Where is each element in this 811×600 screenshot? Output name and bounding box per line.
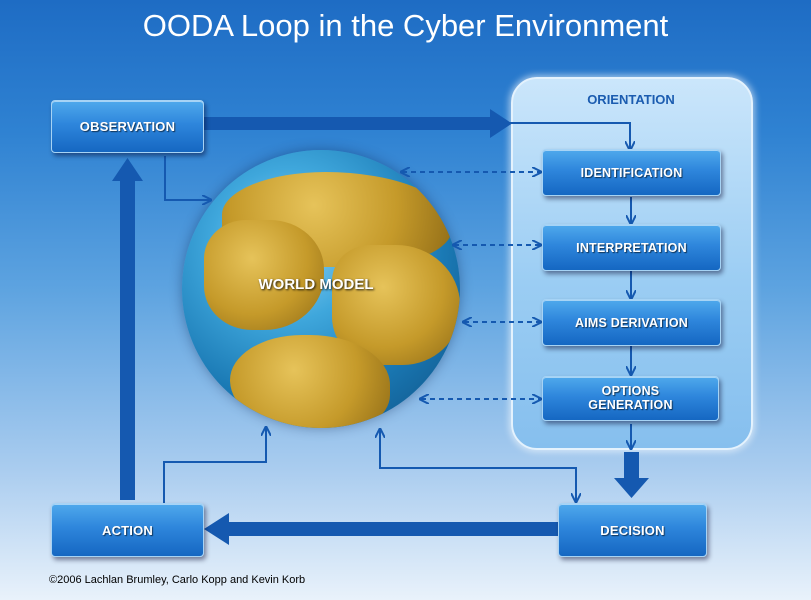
orientation-chain-arrows xyxy=(508,122,631,448)
thick-arrow-decision-action xyxy=(204,513,558,545)
options-generation-step: OPTIONS GENERATION xyxy=(542,376,719,421)
action-node: ACTION xyxy=(51,503,204,557)
world-model-label: WORLD MODEL xyxy=(258,276,374,293)
world-model-globe xyxy=(182,150,460,428)
thick-arrow-action-observation xyxy=(112,158,143,500)
aims-derivation-step: AIMS DERIVATION xyxy=(542,299,721,346)
decision-node: DECISION xyxy=(558,503,707,557)
observation-node: OBSERVATION xyxy=(51,100,204,153)
globe-orientation-dashed-arrows xyxy=(402,172,540,399)
globe-land-africa xyxy=(230,335,390,428)
thick-arrow-observation-orientation xyxy=(203,109,512,138)
copyright-credit: ©2006 Lachlan Brumley, Carlo Kopp and Ke… xyxy=(49,574,306,586)
identification-step: IDENTIFICATION xyxy=(542,149,721,196)
page-title: OODA Loop in the Cyber Environment xyxy=(142,8,669,43)
interpretation-step: INTERPRETATION xyxy=(542,224,721,271)
globe-land-europe xyxy=(204,220,324,330)
orientation-title: ORIENTATION xyxy=(587,92,675,107)
thick-arrow-orientation-decision xyxy=(614,452,649,498)
globe-thin-arrows xyxy=(163,156,576,503)
